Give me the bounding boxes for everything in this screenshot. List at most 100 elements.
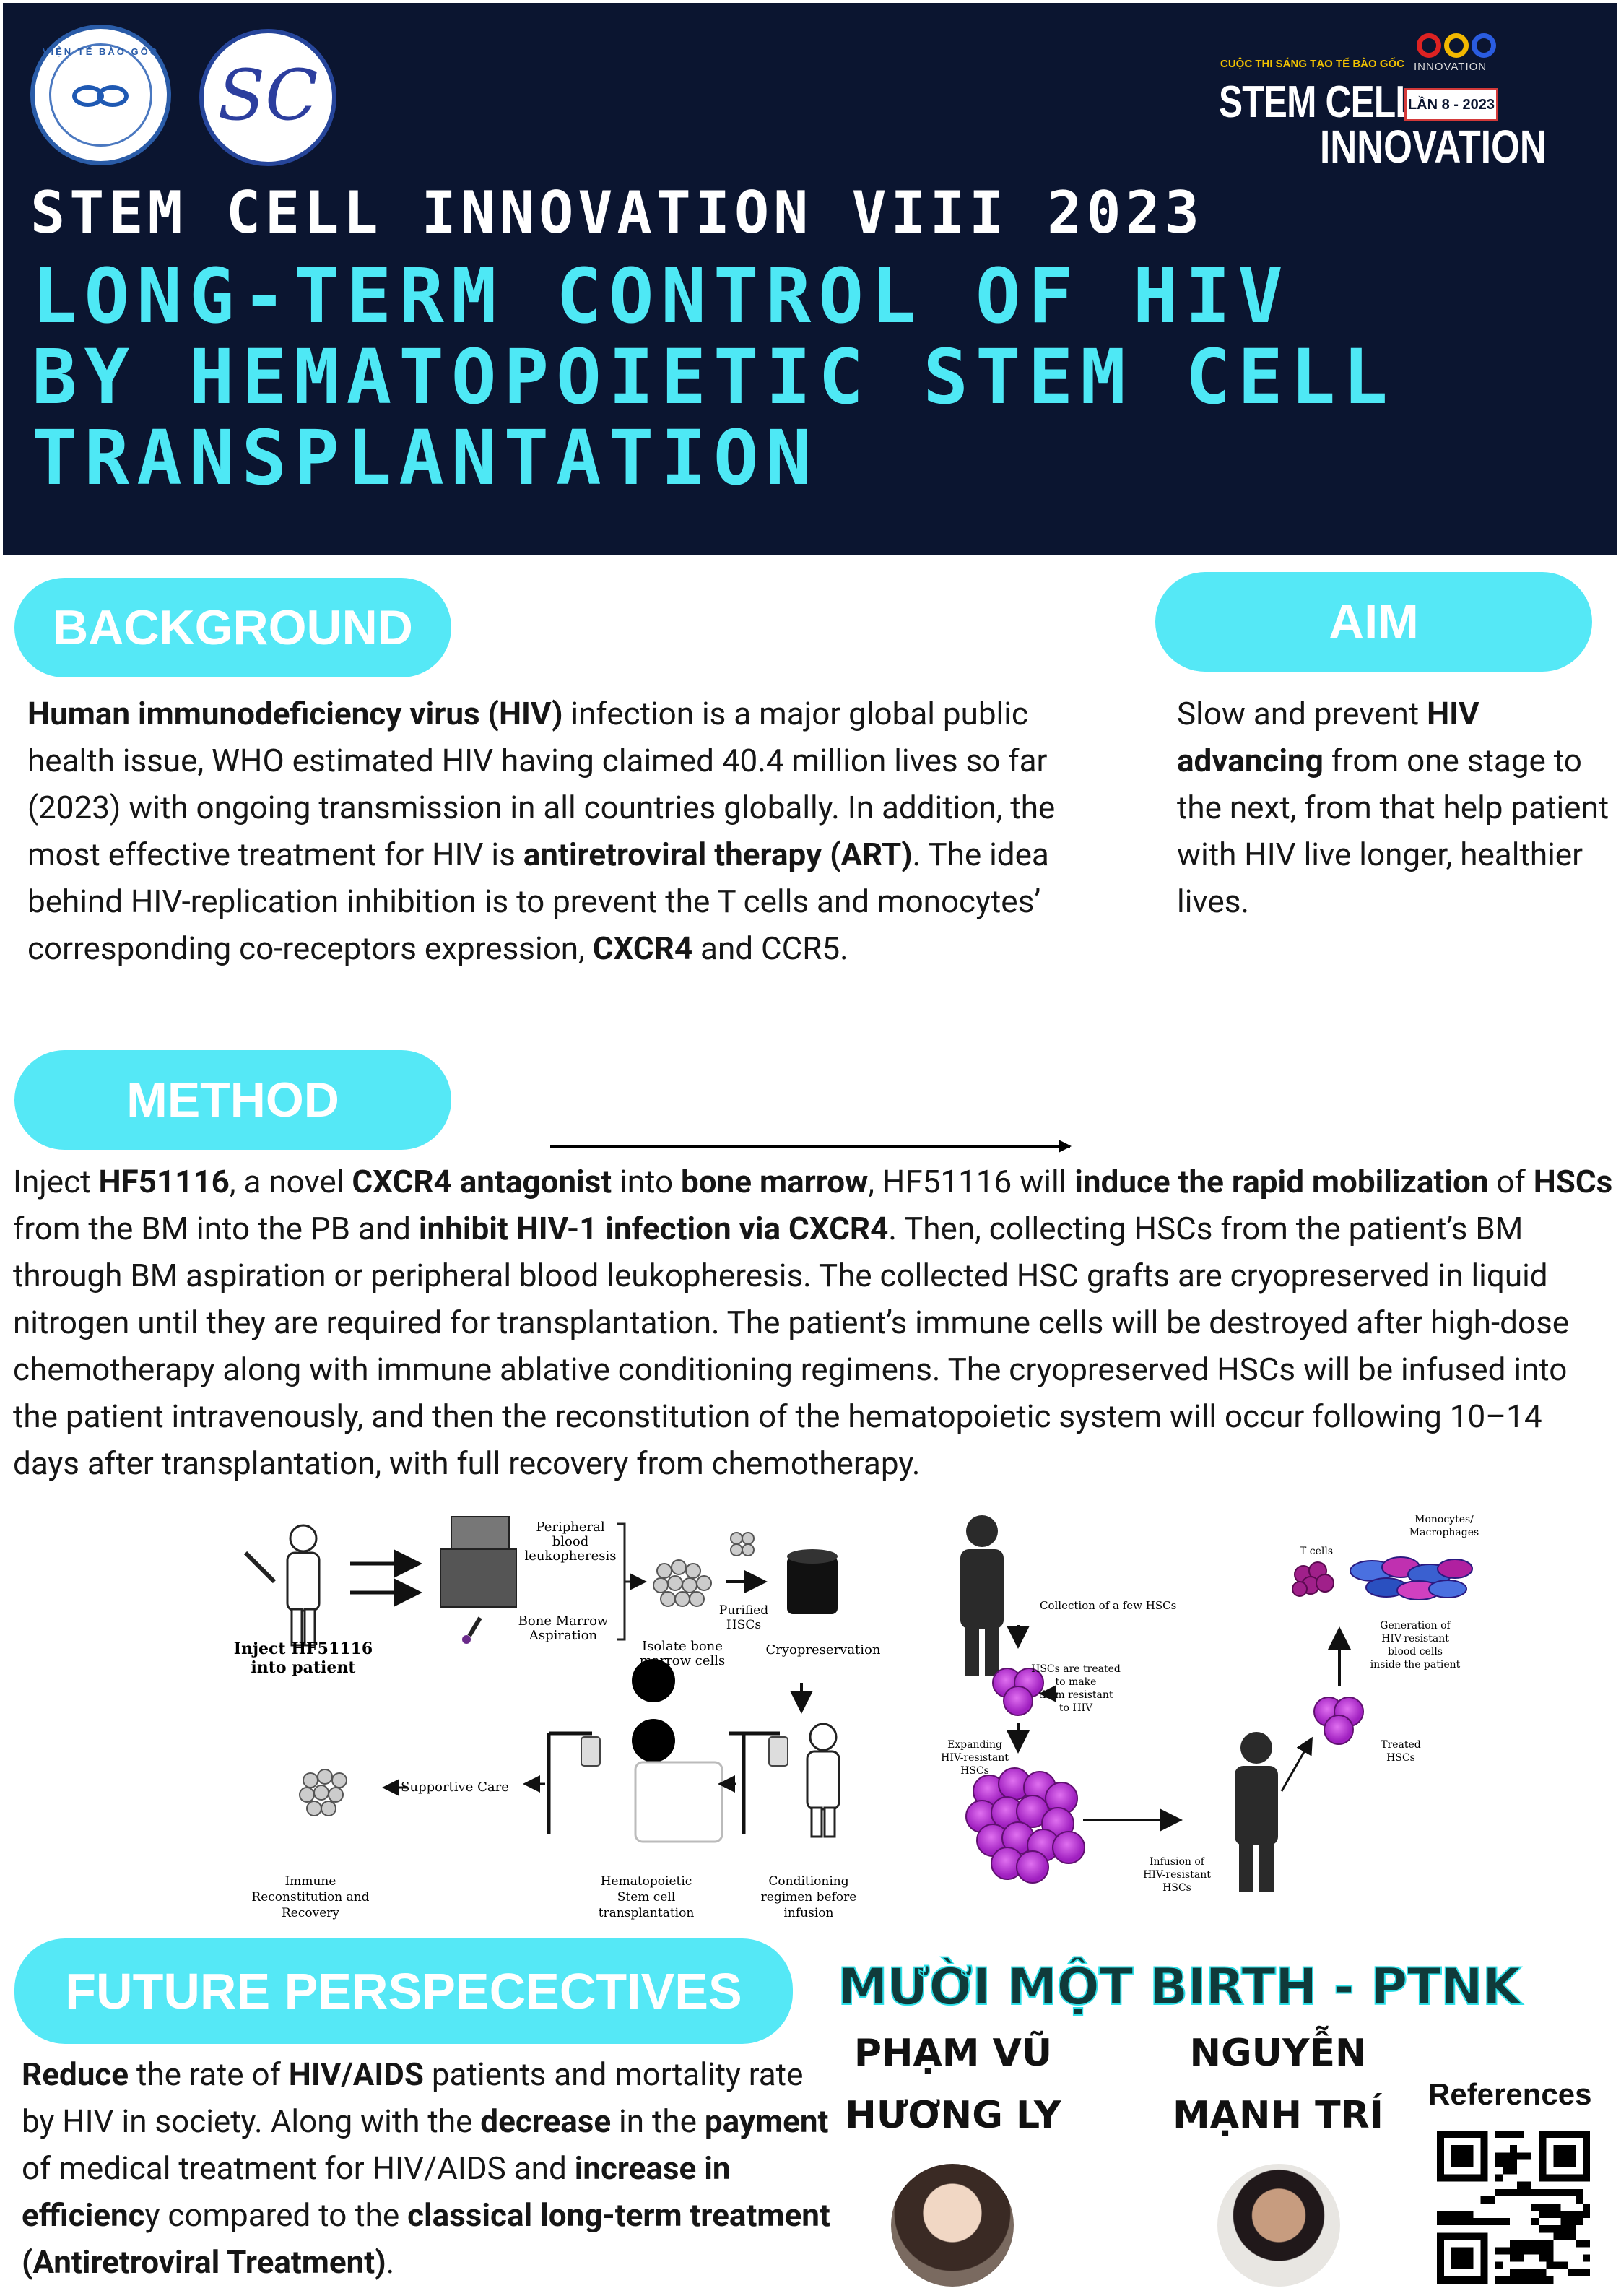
label-generation-4: inside the patient — [1370, 1659, 1461, 1671]
text-run: Human immunodeficiency virus (HIV) — [27, 695, 563, 732]
label-hsct-2: Stem cell — [617, 1890, 676, 1905]
text-run: , HF51116 will — [868, 1163, 1075, 1200]
author-2: NGUYỄN MẠNH TRÍ — [1173, 2032, 1383, 2137]
method-text: Inject HF51116, a novel CXCR4 antagonist… — [13, 1158, 1616, 1487]
expanded-cells-icon — [965, 1767, 1085, 1884]
label-infusion-1: Infusion of — [1150, 1856, 1206, 1868]
label-treated-note-3: them resistant — [1038, 1689, 1113, 1701]
text-run: decrease — [480, 2102, 612, 2140]
label-tcells: T cells — [1300, 1546, 1333, 1557]
iv-stand-icon — [547, 1731, 780, 1834]
author-1-photo — [891, 2164, 1014, 2287]
references-label: References — [1428, 2077, 1592, 2111]
bed-icon — [634, 1761, 723, 1843]
text-run: classical long-term treatment (Antiretro… — [22, 2196, 830, 2281]
patient-icon — [286, 1524, 321, 1647]
label-generation-3: blood cells — [1388, 1646, 1443, 1658]
label-bone-marrow-2: Aspiration — [529, 1628, 598, 1643]
text-run: antiretroviral therapy (ART) — [523, 836, 913, 873]
patient-icon — [806, 1723, 840, 1838]
label-immune-1: Immune — [285, 1874, 336, 1889]
label-infusion-3: HSCs — [1162, 1882, 1191, 1894]
label-inject-2: into patient — [251, 1658, 356, 1677]
label-expanding-1: Expanding — [947, 1739, 1002, 1751]
treated-cells-icon — [1313, 1697, 1364, 1745]
label-purified-2: HSCs — [726, 1618, 761, 1632]
text-run: induce the rapid mobilization — [1074, 1163, 1489, 1200]
label-generation-1: Generation of — [1380, 1620, 1451, 1632]
text-run: from one stage to the next, from that he… — [1177, 742, 1609, 920]
redaction-dot — [632, 1719, 675, 1762]
label-treated-1: Treated — [1381, 1739, 1421, 1751]
label-conditioning-2: regimen before — [761, 1890, 857, 1905]
syringe-icon — [243, 1551, 277, 1584]
text-run: infection is a major global public healt… — [27, 695, 1056, 873]
hiv-resistant-hsc-diagram: Collection of a few HSCs HSCs are treate… — [941, 1514, 1479, 1894]
background-text: Human immunodeficiency virus (HIV) infec… — [27, 690, 1067, 972]
text-run: HSCs — [1533, 1163, 1613, 1200]
purified-cells-icon — [730, 1532, 755, 1556]
apheresis-machine-icon — [440, 1516, 517, 1608]
label-peripheral-1: Peripheral — [536, 1520, 604, 1535]
label-treated-note-2: to make — [1056, 1676, 1097, 1688]
rings-icon — [1417, 30, 1518, 61]
label-isolate-1: Isolate bone — [642, 1639, 723, 1654]
text-run: of — [1488, 1163, 1534, 1200]
label-hsct-3: transplantation — [599, 1906, 695, 1920]
poster-header: VIỆN TẾ BÀO GỐC SC INNOVATION CUỘC THI S… — [3, 3, 1617, 555]
redaction-dot — [632, 1659, 675, 1702]
label-cryo: Cryopreservation — [766, 1642, 881, 1658]
label-treated-2: HSCs — [1386, 1752, 1415, 1764]
text-run: CXCR4 antagonist — [352, 1163, 612, 1200]
label-expanding-2: HIV-resistant — [941, 1752, 1009, 1764]
arrow-icon — [550, 1140, 1072, 1153]
label-conditioning-3: infusion — [784, 1906, 834, 1920]
hsct-process-diagram: Inject HF51116 into patient Peripheral b… — [234, 1516, 881, 1920]
text-run: of medical treatment for HIV/AIDS and — [22, 2149, 575, 2187]
text-run: . Then, collecting HSCs from the patient… — [13, 1210, 1570, 1482]
text-run: y compared to the — [144, 2196, 408, 2234]
team-name: MƯỜI MỘT BIRTH - PTNK — [837, 1957, 1522, 2017]
tcells-icon — [1292, 1561, 1334, 1597]
label-generation-2: HIV-resistant — [1381, 1633, 1449, 1645]
cell-cluster-icon — [299, 1769, 347, 1816]
method-heading: METHOD — [14, 1050, 451, 1150]
text-run: from the BM into the PB and — [13, 1210, 419, 1247]
label-collection: Collection of a few HSCs — [1040, 1599, 1176, 1612]
qr-code-icon[interactable] — [1437, 2131, 1590, 2284]
label-monocytes-1: Monocytes/ — [1414, 1514, 1474, 1525]
text-run: HIV advancing — [1177, 695, 1479, 779]
patient-silhouette-icon — [960, 1515, 1004, 1676]
text-run: in the — [611, 2102, 705, 2140]
text-run: payment — [704, 2102, 829, 2140]
text-run: and CCR5. — [692, 930, 848, 967]
text-run: into — [612, 1163, 682, 1200]
label-immune-3: Recovery — [282, 1906, 339, 1920]
label-expanding-3: HSCs — [960, 1765, 989, 1777]
future-heading: FUTURE PERSPECECTIVES — [14, 1938, 793, 2044]
stem-cells-icon — [992, 1668, 1044, 1716]
stem-cell-institute-logo: VIỆN TẾ BÀO GỐC — [30, 25, 171, 165]
label-supportive: Supportive Care — [401, 1780, 509, 1795]
text-run: bone marrow — [681, 1163, 869, 1200]
text-run: the rate of — [129, 2055, 289, 2093]
background-heading: BACKGROUND — [14, 578, 451, 677]
text-run: inhibit HIV-1 infection via CXCR4 — [418, 1210, 889, 1247]
text-run: . The idea behind HIV-replication inhibi… — [27, 836, 1049, 967]
text-run: , a novel — [229, 1163, 352, 1200]
text-run: CXCR4 — [592, 930, 693, 967]
cryo-tank-icon — [787, 1549, 838, 1614]
monocytes-icon — [1350, 1556, 1473, 1600]
event-name: STEM CELL INNOVATION VIII 2023 — [30, 179, 1204, 246]
label-hsct-1: Hematopoietic — [601, 1874, 692, 1889]
label-infusion-2: HIV-resistant — [1143, 1869, 1211, 1881]
label-treated-note-4: to HIV — [1059, 1702, 1093, 1714]
aim-text: Slow and prevent HIV advancing from one … — [1177, 690, 1610, 925]
sc-lab-logo: SC — [199, 29, 336, 166]
label-treated-note-1: HSCs are treated — [1031, 1663, 1121, 1675]
label-bone-marrow-1: Bone Marrow — [518, 1613, 609, 1629]
aim-heading: AIM — [1155, 572, 1592, 672]
text-run: patients and mortality rate by HIV in so… — [22, 2055, 804, 2140]
iv-bag-icon — [581, 1736, 788, 1767]
author-2-photo — [1217, 2164, 1340, 2287]
